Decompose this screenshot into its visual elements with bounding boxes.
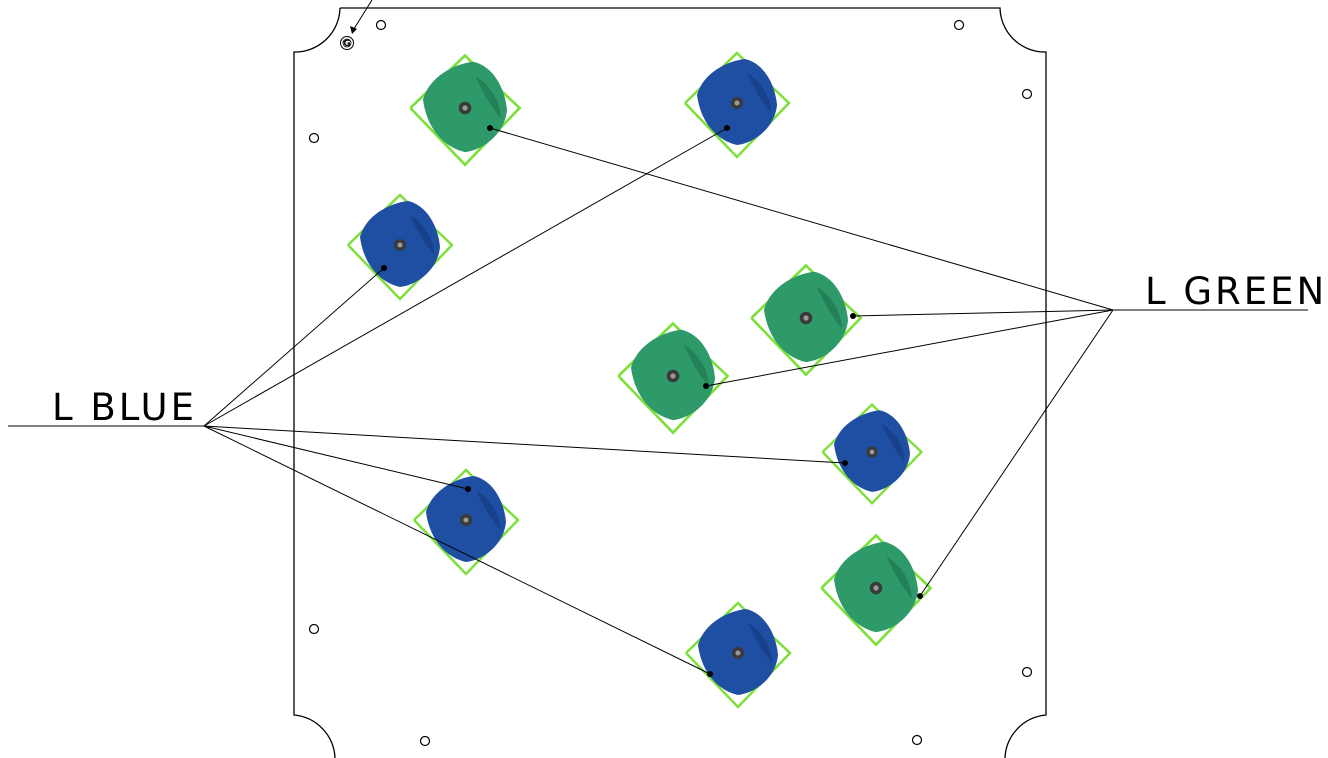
hold-shade xyxy=(683,344,709,387)
hold-shade xyxy=(748,623,772,663)
bolt-holes xyxy=(308,19,1033,747)
hold-bolt-center xyxy=(869,449,875,455)
bolt-hole xyxy=(1021,666,1033,678)
green-hold-3 xyxy=(617,321,730,435)
hold-bolt-center xyxy=(803,315,809,321)
leader-line xyxy=(203,127,728,427)
bolt-hole xyxy=(308,623,320,635)
leader-dot xyxy=(842,460,848,466)
bolt-hole xyxy=(419,735,431,747)
bolt-hole xyxy=(911,734,923,746)
hold-bolt-center xyxy=(397,242,403,248)
leader-lines xyxy=(8,127,1308,675)
leader-line xyxy=(919,309,1114,597)
hold-shade xyxy=(886,556,912,599)
leader-line xyxy=(203,425,711,675)
holds-layer xyxy=(347,51,933,709)
bolt-hole xyxy=(1021,88,1033,100)
green-hold-2 xyxy=(750,263,863,377)
hold-bolt-center xyxy=(670,373,676,379)
leader-dot xyxy=(707,671,713,677)
bolt-hole xyxy=(375,19,387,31)
hold-bolt-center xyxy=(735,650,741,656)
hold-shade xyxy=(475,76,501,119)
hold-bolt-center xyxy=(873,585,879,591)
leader-dot xyxy=(724,125,730,131)
leader-line xyxy=(203,425,469,490)
leader-dot xyxy=(465,486,471,492)
blue-hold-5 xyxy=(685,601,792,709)
blue-hold-3 xyxy=(821,402,924,506)
leader-dot xyxy=(917,593,923,599)
leader-line xyxy=(705,309,1114,387)
panel-outline xyxy=(293,7,1047,758)
leader-line xyxy=(852,309,1114,317)
bolt-hole xyxy=(308,132,320,144)
green-hold-4 xyxy=(820,533,933,647)
leader-line xyxy=(203,267,385,427)
hold-bolt-center xyxy=(734,100,740,106)
g-marker-label: G xyxy=(343,39,350,49)
hold-shade xyxy=(881,423,905,462)
hold-shade xyxy=(747,73,771,113)
hold-bolt-center xyxy=(463,517,469,523)
leader-dot xyxy=(703,383,709,389)
blue-hold-1 xyxy=(684,51,791,159)
hold-bolt-center xyxy=(462,105,468,111)
leader-dot xyxy=(381,265,387,271)
leader-line xyxy=(203,425,846,464)
leader-dots xyxy=(381,125,923,677)
green-hold-1 xyxy=(409,53,522,167)
hold-shade xyxy=(410,215,434,255)
leader-line xyxy=(489,127,1114,311)
g-marker: G xyxy=(340,0,373,50)
leader-dot xyxy=(850,313,856,319)
hold-shade xyxy=(476,490,500,530)
hold-shade xyxy=(816,286,842,329)
blue-hold-2 xyxy=(347,193,454,301)
blue-hold-4 xyxy=(413,468,520,576)
label-blue: L BLUE xyxy=(52,386,197,429)
leader-dot xyxy=(487,125,493,131)
label-green: L GREEN xyxy=(1145,270,1327,313)
bolt-hole xyxy=(953,19,965,31)
